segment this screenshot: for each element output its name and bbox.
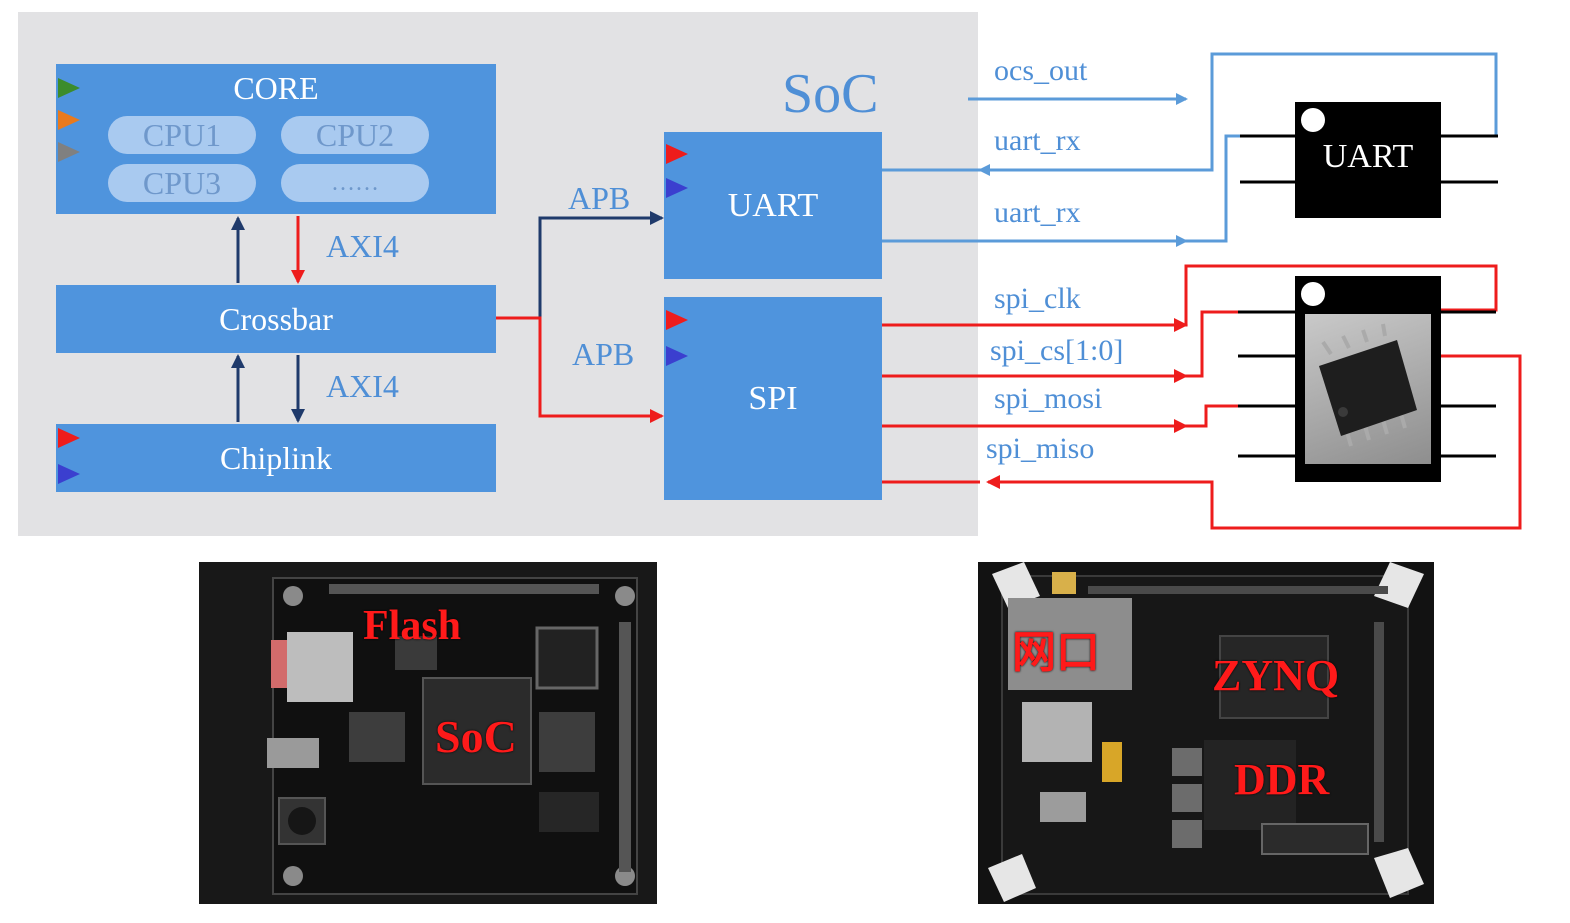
spi-miso-wire xyxy=(986,354,1522,530)
spi-block: SPI xyxy=(664,297,882,500)
apb-uart-label: APB xyxy=(568,180,631,216)
soc-title: SoC xyxy=(782,63,879,125)
flash-chip xyxy=(1295,276,1441,482)
flash-chip-pin1-dot xyxy=(1301,282,1325,306)
spi-cs-label: spi_cs[1:0] xyxy=(990,334,1124,367)
left-board-soc-label: SoC xyxy=(435,711,517,762)
uart-rx-label-1: uart_rx xyxy=(994,124,1081,157)
core-port-green-triangle xyxy=(58,78,80,98)
uart-port-blue-triangle xyxy=(666,178,688,198)
chiplink-label: Chiplink xyxy=(219,439,332,476)
uart-block: UART xyxy=(664,132,882,279)
chiplink-block: Chiplink xyxy=(56,424,496,492)
right-board-ethernet-label: 网口 xyxy=(1012,627,1100,678)
axi4-lower-label: AXI4 xyxy=(326,368,399,404)
crossbar-block: Crossbar xyxy=(56,285,496,353)
chiplink-port-blue-triangle xyxy=(58,464,80,484)
spi-port-red-triangle xyxy=(666,310,688,330)
spi-block-label: SPI xyxy=(748,379,798,417)
cpu-more-pill: …… xyxy=(281,164,429,202)
uart-rx-out-wire xyxy=(882,134,1244,243)
core-port-gray-triangle xyxy=(58,142,80,162)
spi-clk-label: spi_clk xyxy=(994,282,1081,315)
crossbar-out-wire xyxy=(496,316,664,423)
soic-package-icon xyxy=(1319,323,1417,447)
ocs-out-label: ocs_out xyxy=(994,54,1088,87)
left-board-flash-label: Flash xyxy=(363,603,462,649)
uart-port-red-triangle xyxy=(666,144,688,164)
uart-chip-label: UART xyxy=(1322,138,1414,175)
uart-block-label: UART xyxy=(727,186,819,224)
left-board-photo: Flash SoC xyxy=(199,562,657,904)
right-pcb-illustration xyxy=(988,562,1424,902)
spi-mosi-label: spi_mosi xyxy=(994,382,1103,415)
right-board-ddr-label: DDR xyxy=(1234,755,1330,804)
chiplink-port-red-triangle xyxy=(58,428,80,448)
crossbar-label: Crossbar xyxy=(219,300,333,337)
spi-cs-wire xyxy=(882,310,1242,378)
cpu1-pill: CPU1 xyxy=(108,116,256,154)
spi-port-blue-triangle xyxy=(666,346,688,366)
uart-chip: UART xyxy=(1295,102,1441,218)
uart-chip-pin1-dot xyxy=(1301,108,1325,132)
left-pcb-illustration xyxy=(267,577,638,895)
core-port-orange-triangle xyxy=(58,110,80,130)
uart-rx-label-2: uart_rx xyxy=(994,196,1081,229)
apb-spi-label: APB xyxy=(572,336,635,372)
right-board-photo: 网口 ZYNQ DDR xyxy=(978,562,1434,904)
cpu3-pill: CPU3 xyxy=(108,164,256,202)
axi4-upper-label: AXI4 xyxy=(326,228,399,264)
cpu2-pill: CPU2 xyxy=(281,116,429,154)
spi-miso-label: spi_miso xyxy=(986,432,1095,465)
apb-uart-wire xyxy=(538,211,664,318)
right-board-zynq-label: ZYNQ xyxy=(1212,651,1340,700)
core-title: CORE xyxy=(233,70,319,106)
flash-chip-photo xyxy=(1305,314,1431,464)
spi-mosi-wire xyxy=(882,404,1242,428)
